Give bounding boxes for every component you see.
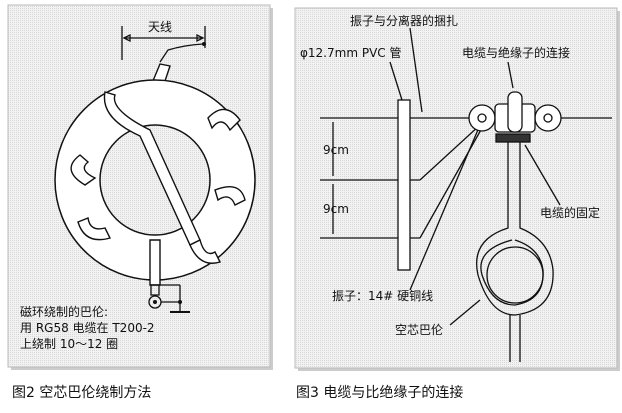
spacing-top: 9cm — [323, 143, 349, 157]
antenna-dimension: 天线 — [121, 20, 206, 60]
spacing-bottom: 9cm — [323, 202, 349, 216]
spacing-dimensions: 9cm 9cm — [323, 122, 349, 234]
element-label: 振子：14# 硬铜线 — [332, 288, 433, 303]
insulator-label: 电缆与绝缘子的连接 — [462, 45, 570, 60]
figure3-panel: 振子与分离器的捆扎 φ12.7mm PVC 管 电缆与绝缘子的连接 9cm 9c… — [294, 7, 620, 371]
binding-label: 振子与分离器的捆扎 — [350, 13, 458, 28]
pvc-pipe — [397, 99, 411, 271]
figure2-caption: 图2 空芯巴伦绕制方法 — [12, 385, 151, 401]
cable-windings — [70, 91, 246, 286]
note-line-2: 用 RG58 电缆在 T200-2 — [20, 321, 155, 335]
antenna-wire — [159, 43, 204, 63]
antenna-label: 天线 — [148, 20, 172, 34]
balun-loop — [476, 142, 554, 362]
balun-label: 空芯巴伦 — [395, 322, 443, 337]
figure2-panel: 天线 磁环绕制的巴伦: 用 — [7, 4, 273, 370]
connector-symbol — [148, 284, 190, 313]
note-line-1: 磁环绕制的巴伦: — [20, 304, 108, 319]
figure3-caption: 图3 电缆与比绝缘子的连接 — [296, 384, 463, 401]
note-line-3: 上绕制 10～12 圈 — [20, 337, 118, 351]
pvc-label: φ12.7mm PVC 管 — [300, 45, 401, 60]
insulator — [468, 91, 562, 143]
cable-fix-label: 电缆的固定 — [540, 205, 600, 220]
